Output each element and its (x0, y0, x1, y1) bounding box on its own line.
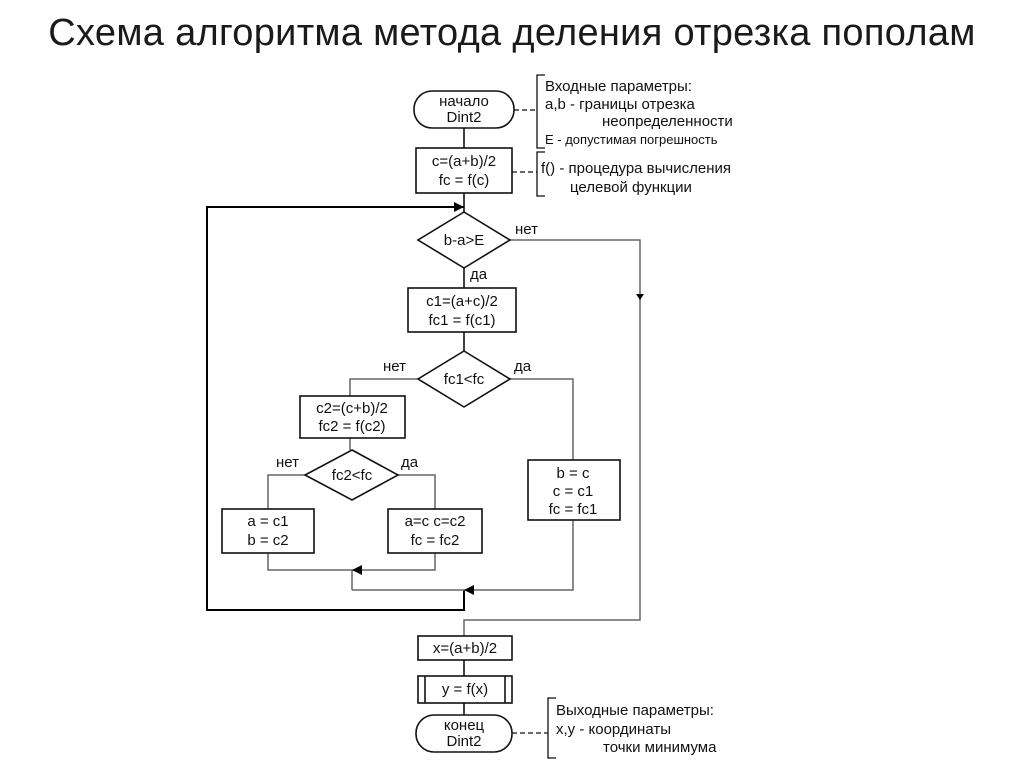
merge-outer-line (352, 520, 574, 591)
note-function: f() - процедура вычисления целевой функц… (512, 151, 731, 197)
calc-c1-line-1: c1=(a+c)/2 (426, 293, 498, 310)
fc2-condition-diamond: fc2<fc (303, 449, 400, 501)
label-fc2-yes: да (401, 454, 419, 471)
start-line-2: Dint2 (446, 109, 481, 126)
note-output-line-3: точки минимума (603, 739, 717, 756)
assign-left-box: a = c1 b = c2 (221, 508, 315, 554)
start-terminator: начало Dint2 (413, 90, 515, 129)
assign-right-line-1: b = c (557, 465, 590, 482)
end-terminator: конец Dint2 (415, 714, 513, 753)
note-input-line-4: E - допустимая погрешность (545, 132, 718, 147)
merge-inner-arrow (352, 565, 362, 575)
assign-right-line-3: fc = fc1 (549, 501, 598, 518)
calc-c-line-2: fc = f(c) (439, 172, 489, 189)
calc-c2-line-1: c2=(c+b)/2 (316, 400, 388, 417)
calc-y-box: y = f(x) (417, 675, 513, 704)
note-function-line-1: f() - процедура вычисления (541, 160, 731, 177)
fc2-condition-text: fc2<fc (332, 467, 373, 484)
fc1-no-line (349, 378, 418, 396)
calc-c2-line-2: fc2 = f(c2) (318, 418, 385, 435)
fc2-yes-line (398, 474, 436, 509)
end-line-2: Dint2 (446, 733, 481, 750)
note-output-line-2: x,y - координаты (556, 721, 671, 738)
exit-line (463, 239, 641, 636)
calc-c1-box: c1=(a+c)/2 fc1 = f(c1) (407, 287, 517, 333)
loop-arrow (454, 202, 464, 212)
merge-outer-arrow (464, 585, 474, 595)
exit-arrow (636, 294, 644, 300)
assign-mid-box: a=c c=c2 fc = fc2 (387, 508, 483, 554)
calc-c-box: c=(a+b)/2 fc = f(c) (415, 147, 513, 194)
note-input-line-1: Входные параметры: (545, 78, 692, 95)
note-function-line-2: целевой функции (570, 179, 692, 196)
note-output: Выходные параметры: x,y - координаты точ… (512, 697, 717, 759)
end-line-1: конец (444, 717, 485, 734)
assign-mid-line-2: fc = fc2 (411, 532, 460, 549)
assign-right-line-2: c = c1 (553, 483, 593, 500)
start-line-1: начало (439, 93, 489, 110)
assign-left-line-2: b = c2 (247, 532, 288, 549)
label-fc2-no: нет (276, 454, 299, 471)
label-fc1-no: нет (383, 358, 406, 375)
note-input: Входные параметры: a,b - границы отрезка… (514, 74, 733, 149)
main-condition-diamond: b-a>E (416, 211, 512, 269)
calc-c1-line-2: fc1 = f(c1) (428, 312, 495, 329)
merge-inner-line (267, 553, 436, 571)
calc-c-line-1: c=(a+b)/2 (432, 153, 496, 170)
assign-left-line-1: a = c1 (247, 513, 288, 530)
fc1-yes-line (510, 378, 574, 460)
page-title: Схема алгоритма метода деления отрезка п… (48, 12, 976, 54)
calc-c2-box: c2=(c+b)/2 fc2 = f(c2) (299, 395, 406, 439)
calc-x-text: x=(a+b)/2 (433, 640, 497, 657)
label-main-yes: да (470, 266, 488, 283)
assign-right-box: b = c c = c1 fc = fc1 (527, 459, 621, 521)
main-condition-text: b-a>E (444, 232, 484, 249)
fc1-condition-text: fc1<fc (444, 371, 485, 388)
calc-x-box: x=(a+b)/2 (417, 635, 513, 661)
fc1-condition-diamond: fc1<fc (416, 350, 512, 408)
assign-mid-line-1: a=c c=c2 (405, 513, 466, 530)
note-input-line-3: неопределенности (602, 113, 733, 130)
label-fc1-yes: да (514, 358, 532, 375)
note-output-line-1: Выходные параметры: (556, 702, 714, 719)
calc-y-text: y = f(x) (442, 681, 488, 698)
fc2-no-line (267, 474, 305, 509)
label-main-no: нет (515, 221, 538, 238)
loop-back-line (206, 206, 465, 611)
note-input-line-2: a,b - границы отрезка (545, 96, 696, 113)
